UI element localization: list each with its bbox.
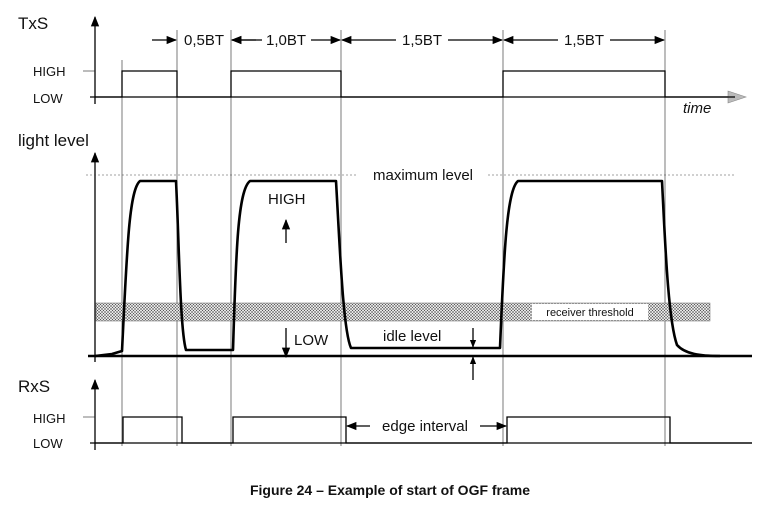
bt-interval-15b-label: 1,5BT bbox=[564, 32, 604, 49]
bt-interval-10: 1,0BT bbox=[230, 32, 342, 49]
edge-interval: edge interval bbox=[345, 418, 508, 435]
light-low-label: LOW bbox=[294, 332, 329, 349]
edge-interval-label: edge interval bbox=[382, 418, 468, 435]
receiver-threshold-label-bg bbox=[532, 304, 648, 320]
rxs-high-label: HIGH bbox=[33, 411, 66, 426]
idle-level-label: idle level bbox=[383, 328, 441, 345]
txs-low-label: LOW bbox=[33, 91, 63, 106]
bt-interval-05-label: 0,5BT bbox=[184, 32, 224, 49]
bt-interval-10-label: 1,0BT bbox=[266, 32, 306, 49]
rxs-waveform bbox=[95, 416, 752, 444]
vertical-guides bbox=[121, 30, 666, 446]
maximum-level-label: maximum level bbox=[373, 167, 473, 184]
bt-interval-15a: 1,5BT bbox=[340, 32, 504, 49]
bt-interval-15b: 1,5BT bbox=[502, 32, 666, 49]
light-level-waveform bbox=[94, 179, 721, 358]
rxs-label: RxS bbox=[18, 377, 50, 396]
light-high-label: HIGH bbox=[268, 191, 306, 208]
rxs-low-label: LOW bbox=[33, 436, 63, 451]
receiver-threshold-label: receiver threshold bbox=[546, 307, 633, 319]
bt-interval-15a-label: 1,5BT bbox=[402, 32, 442, 49]
figure-caption: Figure 24 – Example of start of OGF fram… bbox=[250, 482, 530, 498]
txs-waveform bbox=[95, 70, 735, 98]
txs-high-label: HIGH bbox=[33, 64, 66, 79]
time-label: time bbox=[683, 100, 711, 117]
light-level-label: light level bbox=[18, 131, 89, 150]
txs-label: TxS bbox=[18, 14, 48, 33]
